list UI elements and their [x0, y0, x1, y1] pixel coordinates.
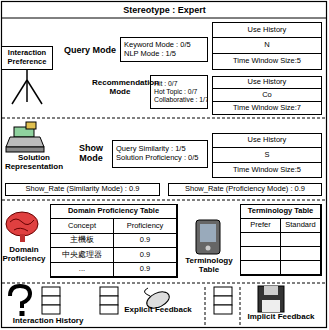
box-text: 0.9 [114, 234, 177, 248]
box-text: ... [51, 263, 114, 277]
box-text: Time Window Size:5 [213, 163, 321, 177]
title-rule [2, 18, 326, 19]
empty-cell [241, 247, 281, 261]
box-text: Hot Topic : 0/7 [154, 88, 204, 96]
empty-cell [241, 261, 281, 275]
empty-cell [241, 233, 281, 247]
info-box: Show_Rate (Proficiency Mode) : 0.9 [168, 183, 322, 196]
section-label: Explicit Feedback [122, 306, 194, 315]
empty-cell [281, 261, 321, 275]
box-text: Hit : 0/7 [154, 80, 204, 88]
section-label: Implicit Feedback [244, 313, 318, 322]
feedback-dividers [205, 287, 240, 326]
section-label: Show Mode [72, 144, 110, 164]
box-text: Time Window Size:5 [213, 54, 321, 69]
printer-icon [6, 122, 44, 152]
brain-icon [6, 212, 38, 242]
box-text: N [213, 38, 321, 53]
info-box: Keyword Mode : 0/5NLP Mode : 1/5 [120, 37, 208, 62]
empty-cell [281, 247, 321, 261]
box-text: Keyword Mode : 0/5 [124, 41, 204, 50]
box-text: Show_Rate (Proficiency Mode) : 0.9 [169, 184, 321, 195]
section-label: Terminology Table [178, 257, 240, 275]
box-text: Use History [213, 77, 321, 89]
easel-icon [12, 70, 42, 104]
box-text: Co [213, 89, 321, 101]
section-label: Solution Representation [2, 154, 66, 172]
question-dot [20, 311, 25, 316]
section-label: Recommendation Mode [92, 79, 148, 97]
section-label: Interaction History [2, 317, 94, 326]
box-text: Domain Proficiency Table [51, 205, 177, 219]
question-icon [10, 286, 30, 308]
box-text: 0.9 [114, 248, 177, 262]
info-box: Interaction Preference [1, 46, 53, 70]
info-box: Use HistorySTime Window Size:5 [212, 133, 322, 178]
box-text: Proficiency [114, 219, 177, 233]
box-text: Time Window Size:7 [213, 102, 321, 114]
info-box: Use HistoryCoTime Window Size:7 [212, 76, 322, 115]
box-text: Terminology Table [241, 205, 321, 219]
pda-icon [196, 220, 220, 254]
table-box: Terminology TablePreferStandard [240, 204, 322, 276]
box-text: 主機板 [51, 234, 114, 248]
box-text: Query Similarity : 1/5 [116, 145, 204, 154]
box-text: Show_Rate (Similarity Mode) : 0.9 [6, 184, 159, 195]
info-box: Show_Rate (Similarity Mode) : 0.9 [5, 183, 160, 196]
frame [2, 2, 327, 328]
box-text: S [213, 148, 321, 162]
box-text: NLP Mode : 1/5 [124, 50, 204, 59]
box-text: Standard [281, 219, 321, 233]
box-text: 0.9 [114, 263, 177, 277]
info-box: Hit : 0/7Hot Topic : 0/7Collaborative : … [150, 75, 208, 109]
section-label: Query Mode [64, 46, 116, 56]
info-box: Query Similarity : 1/5Solution Proficien… [112, 140, 208, 168]
box-text: Collaborative : 1/7 [154, 96, 204, 104]
table-box: Domain Proficiency TableConceptProficien… [50, 204, 178, 278]
box-text: Interaction Preference [5, 49, 49, 66]
info-box: Use HistoryNTime Window Size:5 [212, 22, 322, 70]
box-text: Solution Proficiency : 0/5 [116, 154, 204, 163]
box-text: Prefer [241, 219, 281, 233]
empty-cell [281, 233, 321, 247]
section-dividers [2, 118, 326, 283]
box-text: Concept [51, 219, 114, 233]
box-text: Use History [213, 134, 321, 148]
box-text: Use History [213, 23, 321, 38]
diagram-title: Stereotype : Expert [2, 2, 327, 17]
box-text: 中央處理器 [51, 248, 114, 262]
section-label: Domain Proficiency [2, 246, 46, 264]
floppy-icon [258, 286, 284, 312]
history-stacks [42, 287, 232, 314]
